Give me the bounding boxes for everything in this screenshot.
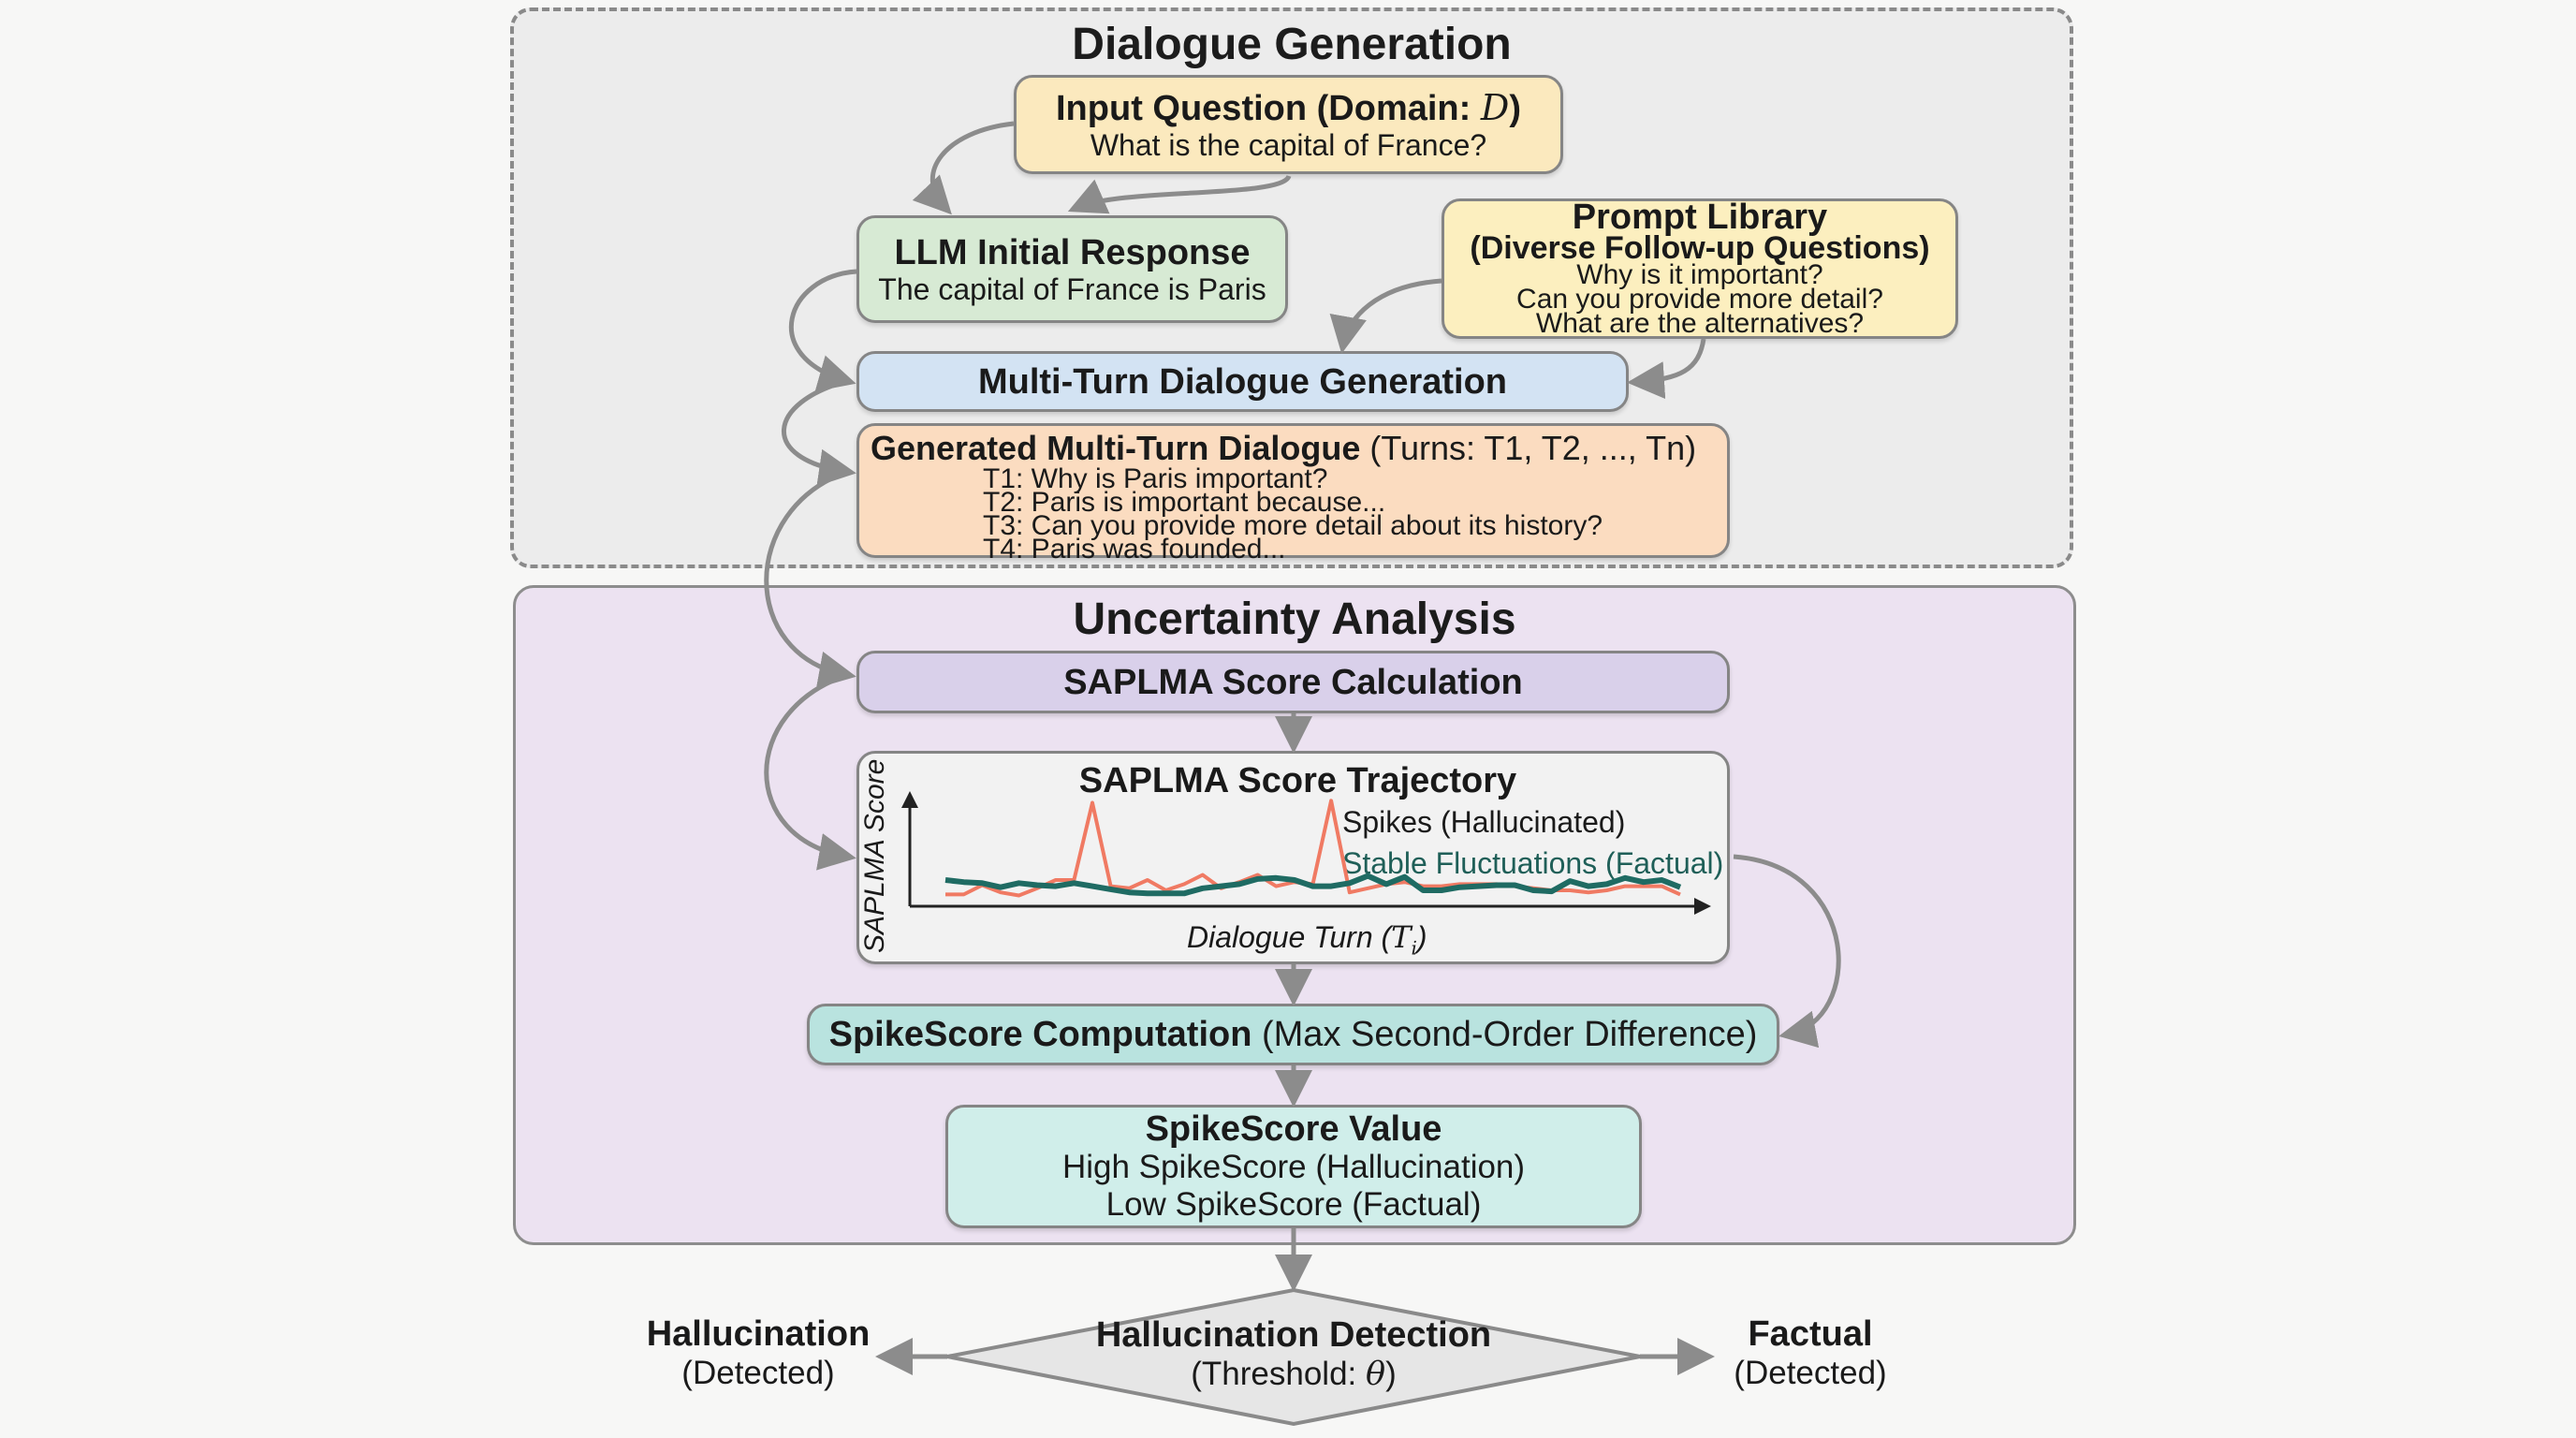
spikescore-value-box: SpikeScore Value High SpikeScore (Halluc… [945,1105,1642,1228]
prompt-question: Can you provide more detail? [1516,284,1883,315]
prompt-library-title: Prompt Library [1572,198,1828,237]
input-question-example: What is the capital of France? [1090,127,1487,162]
input-question-box: Input Question (Domain: D) What is the c… [1014,75,1563,174]
xlabel-sub: i [1411,936,1417,960]
outcome-factual: Factual (Detected) [1670,1314,1951,1393]
dialogue-turn: T3: Can you provide more detail about it… [983,510,1603,541]
spikescore-high: High SpikeScore (Hallucination) [1061,1149,1526,1185]
xlabel-prefix: Dialogue Turn ( [1187,920,1392,954]
detection-threshold: (Threshold: θ) [1013,1355,1574,1394]
generated-dialogue-title: Generated Multi-Turn Dialogue [871,429,1361,467]
input-question-title: Input Question (Domain: D) [1056,88,1521,128]
outcome-hallucination-sub: (Detected) [681,1355,835,1391]
dialogue-turn: T4: Paris was founded... [983,534,1286,565]
input-question-prefix: Input Question (Domain: [1056,88,1481,128]
xlabel-suffix: ) [1416,920,1427,954]
multi-turn-generation-title: Multi-Turn Dialogue Generation [977,361,1508,402]
outcome-hallucination: Hallucination (Detected) [618,1314,899,1393]
dialogue-generation-title: Dialogue Generation [1072,20,1512,69]
spikescore-computation-note: (Max Second-Order Difference) [1251,1014,1758,1054]
prompt-question: Why is it important? [1576,259,1823,290]
legend-spikes: Spikes (Hallucinated) [1342,805,1626,839]
spikescore-computation-title: SpikeScore Computation [828,1014,1252,1054]
dialogue-turn: T1: Why is Paris important? [983,463,1328,494]
generated-dialogue-header: Generated Multi-Turn Dialogue (Turns: T1… [871,430,1696,467]
threshold-suffix: ) [1385,1356,1397,1392]
trajectory-ylabel: SAPLMA Score [859,758,890,953]
multi-turn-generation-box: Multi-Turn Dialogue Generation [856,351,1629,412]
prompt-question: What are the alternatives? [1535,308,1865,339]
xlabel-var: T [1391,919,1412,955]
spikescore-computation-box: SpikeScore Computation (Max Second-Order… [807,1004,1779,1065]
outcome-factual-sub: (Detected) [1734,1355,1887,1391]
dialogue-turn: T2: Paris is important because... [983,487,1386,518]
outcome-factual-label: Factual [1748,1314,1873,1354]
generated-dialogue-box: Generated Multi-Turn Dialogue (Turns: T1… [856,423,1730,565]
prompt-library-subtitle: (Diverse Follow-up Questions) [1470,230,1930,266]
saplma-calculation-title: SAPLMA Score Calculation [1063,662,1523,702]
initial-response-title: LLM Initial Response [894,232,1251,272]
outcome-hallucination-label: Hallucination [646,1314,871,1354]
prompt-library-box: Prompt Library (Diverse Follow-up Questi… [1442,198,1958,339]
spikescore-computation-label: SpikeScore Computation (Max Second-Order… [829,1015,1758,1055]
input-question-suffix: ) [1509,88,1521,128]
threshold-var: θ [1366,1356,1386,1393]
turns-note: (Turns: T1, T2, ..., Tn) [1360,429,1697,467]
uncertainty-analysis-title: Uncertainty Analysis [1073,594,1516,644]
spikescore-low: Low SpikeScore (Factual) [1105,1186,1482,1223]
detection-title: Hallucination Detection [1095,1315,1492,1355]
dialogue-turns: T1: Why is Paris important? T2: Paris is… [983,463,1603,565]
spikescore-value-title: SpikeScore Value [1145,1109,1442,1149]
legend-stable: Stable Fluctuations (Factual) [1342,846,1724,880]
saplma-calculation-box: SAPLMA Score Calculation [856,651,1730,713]
trajectory-xlabel: Dialogue Turn (Ti) [1187,919,1427,959]
domain-variable: D [1480,86,1510,128]
initial-response-box: LLM Initial Response The capital of Fran… [856,215,1288,323]
trajectory-title: SAPLMA Score Trajectory [1078,761,1517,800]
initial-response-example: The capital of France is Paris [878,271,1266,306]
threshold-prefix: (Threshold: [1191,1356,1366,1392]
detection-label: Hallucination Detection (Threshold: θ) [1013,1315,1574,1394]
